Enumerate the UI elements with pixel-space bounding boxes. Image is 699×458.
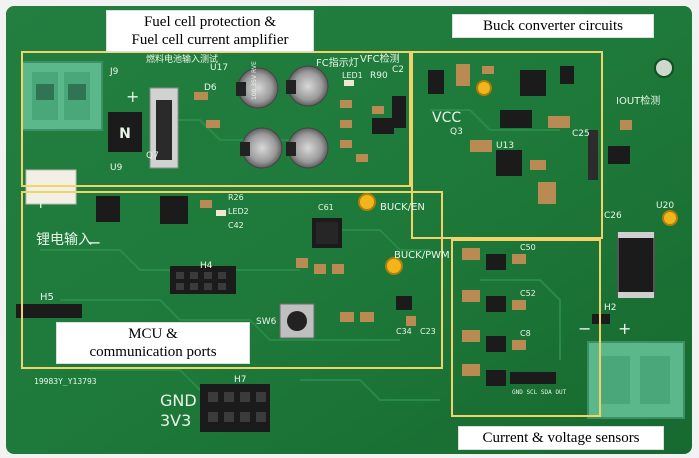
svg-text:U13: U13 xyxy=(496,141,514,151)
svg-text:C61: C61 xyxy=(318,203,334,212)
label-fuel-cell: Fuel cell protection & Fuel cell current… xyxy=(106,10,314,52)
silk-3v3: 3V3 xyxy=(160,411,191,430)
svg-text:−: − xyxy=(88,233,101,252)
svg-text:LED2: LED2 xyxy=(228,207,249,216)
svg-text:C25: C25 xyxy=(572,129,590,139)
terminal-block-out xyxy=(587,341,685,419)
svg-text:C52: C52 xyxy=(520,289,536,298)
silk-fc-indicator: FC指示灯 xyxy=(316,56,359,69)
mosfet-n xyxy=(108,112,142,152)
silk-date-code: 19983Y_Y13793 xyxy=(34,377,97,386)
svg-text:U9: U9 xyxy=(110,163,123,173)
svg-text:LED1: LED1 xyxy=(342,71,363,80)
mounting-hole xyxy=(654,58,674,78)
electrolytic-caps xyxy=(236,65,329,169)
svg-text:H2: H2 xyxy=(604,303,617,313)
silk-h3-pins: GND SCL SDA OUT xyxy=(512,389,567,396)
label-mcu: MCU & communication ports xyxy=(56,322,250,364)
svg-text:R90: R90 xyxy=(370,71,388,81)
svg-text:H5: H5 xyxy=(40,292,54,303)
silk-vfc: VFC检测 xyxy=(360,52,400,65)
silk-iout: IOUT检测 xyxy=(616,94,660,107)
silkscreen-text: BUCK/EN BUCK/PWM GND 3V3 VCC IOUT检测 VFC检… xyxy=(34,52,674,430)
label-buck: Buck converter circuits xyxy=(452,14,654,38)
svg-text:−: − xyxy=(578,319,591,338)
pin-header-h7 xyxy=(200,384,270,432)
svg-text:C23: C23 xyxy=(420,327,436,336)
svg-text:Q3: Q3 xyxy=(450,127,463,137)
svg-text:+: + xyxy=(618,319,631,338)
svg-text:C34: C34 xyxy=(396,327,412,336)
silk-vcc: VCC xyxy=(432,110,461,126)
smd-components-1 xyxy=(194,92,384,162)
highlight-buck xyxy=(411,51,603,239)
svg-text:J9: J9 xyxy=(109,67,119,77)
power-diode xyxy=(617,233,655,297)
silk-fuel-input: 燃料电池输入测试 xyxy=(146,53,218,65)
label-sensors: Current & voltage sensors xyxy=(458,426,664,450)
svg-text:C50: C50 xyxy=(520,243,536,252)
label-fuel-cell-line2: Fuel cell current amplifier xyxy=(131,32,289,48)
svg-text:+: + xyxy=(34,193,47,212)
svg-text:SW6: SW6 xyxy=(256,317,277,327)
svg-text:C2: C2 xyxy=(392,65,404,75)
svg-text:C8: C8 xyxy=(520,329,531,338)
silk-gnd: GND xyxy=(160,391,197,410)
highlight-mcu xyxy=(21,191,443,369)
svg-text:C42: C42 xyxy=(228,221,244,230)
buck-components xyxy=(428,64,632,204)
svg-text:+: + xyxy=(126,87,139,106)
svg-text:U17: U17 xyxy=(210,63,228,73)
svg-text:R26: R26 xyxy=(228,193,244,202)
label-sensors-line1: Current & voltage sensors xyxy=(482,430,640,446)
label-mcu-line1: MCU & xyxy=(128,326,178,342)
pin-header-h4 xyxy=(170,266,236,294)
highlight-fuel-cell xyxy=(21,51,411,187)
pin-header-h3 xyxy=(510,372,556,384)
silk-buck-en: BUCK/EN xyxy=(380,202,425,213)
svg-text:N: N xyxy=(119,126,131,142)
test-points xyxy=(358,80,678,275)
highlight-boxes xyxy=(21,51,603,417)
pin-header-h5 xyxy=(16,304,82,318)
label-mcu-line2: communication ports xyxy=(89,344,217,360)
svg-text:U20: U20 xyxy=(656,201,674,211)
svg-text:Q7: Q7 xyxy=(146,151,159,161)
svg-text:D6: D6 xyxy=(204,83,217,93)
highlight-sensors xyxy=(451,239,601,417)
svg-text:H4: H4 xyxy=(200,261,213,271)
svg-text:H7: H7 xyxy=(234,375,247,385)
label-buck-line1: Buck converter circuits xyxy=(483,18,623,34)
svg-text:C26: C26 xyxy=(604,211,622,221)
silk-li-input: 锂电输入 xyxy=(36,232,92,248)
silk-buck-pwm: BUCK/PWM xyxy=(394,250,450,261)
label-fuel-cell-line1: Fuel cell protection & xyxy=(143,14,277,30)
svg-text:100 35V RVE: 100 35V RVE xyxy=(251,61,258,100)
